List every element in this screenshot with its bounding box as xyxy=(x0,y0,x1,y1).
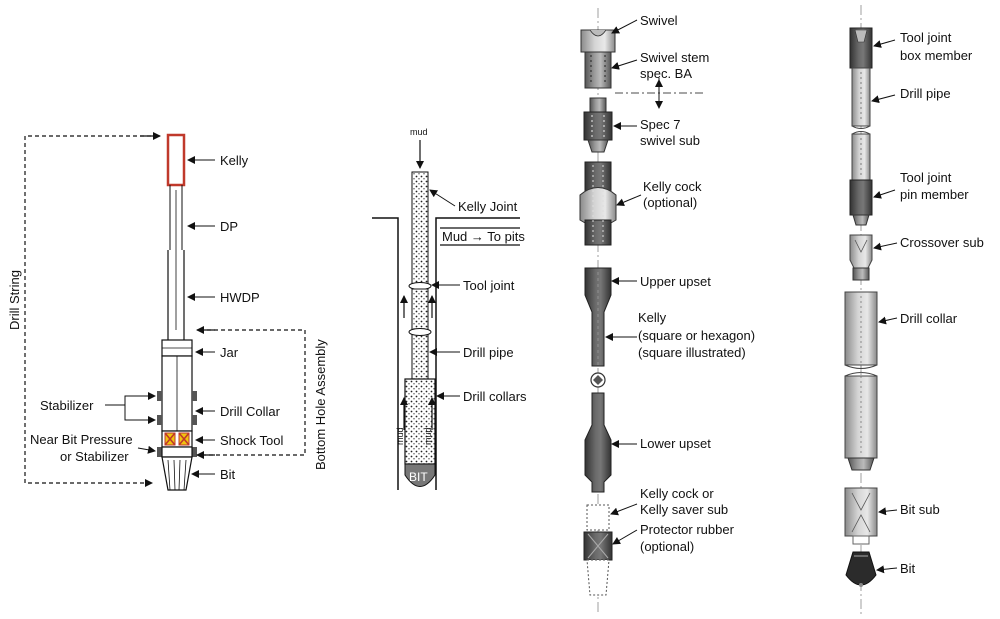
wellbore-left-wall xyxy=(372,217,399,490)
label-drill-pipe-d: Drill pipe xyxy=(900,86,951,101)
label-near-bit-2: or Stabilizer xyxy=(60,449,129,464)
label-swivel: Swivel xyxy=(640,13,678,28)
bha-bracket xyxy=(200,329,306,456)
label-kelly-c-2: (square or hexagon) xyxy=(638,328,755,343)
label-saver-2: Kelly saver sub xyxy=(640,502,728,517)
label-kelly-c-1: Kelly xyxy=(638,310,667,325)
bit-shape-a xyxy=(161,456,193,491)
label-protector-1: Protector rubber xyxy=(640,522,735,537)
label-shock-tool: Shock Tool xyxy=(220,433,283,448)
label-spec7-1: Spec 7 xyxy=(640,117,680,132)
label-kelly-joint: Kelly Joint xyxy=(458,199,518,214)
label-saver-1: Kelly cock or xyxy=(640,486,714,501)
label-swivel-stem-1: Swivel stem xyxy=(640,50,709,65)
kelly-joint-shape xyxy=(411,171,429,285)
label-bit-a: Bit xyxy=(220,467,236,482)
kelly-shape xyxy=(166,133,186,187)
swivel-stem-shape xyxy=(584,51,612,89)
panel-b-circulation: mud BIT mud mud Kelly Joint Mud → To pit… xyxy=(372,127,527,490)
label-mud-left: mud xyxy=(395,427,405,445)
spec7-swivel-sub-shape xyxy=(583,111,613,141)
drill-collars-shape xyxy=(404,378,436,465)
label-stabilizer: Stabilizer xyxy=(40,398,94,413)
drill-string-bracket xyxy=(24,135,158,487)
label-protector-2: (optional) xyxy=(640,539,694,554)
label-kelly-cock-2: (optional) xyxy=(643,195,697,210)
label-swivel-stem-2: spec. BA xyxy=(640,66,692,81)
label-crossover: Crossover sub xyxy=(900,235,984,250)
label-drill-collar-a: Drill Collar xyxy=(220,404,281,419)
label-hwdp: HWDP xyxy=(220,290,260,305)
label-box-1: Tool joint xyxy=(900,30,952,45)
bit-sub-shape xyxy=(844,487,878,537)
tool-joint-pin-shape xyxy=(849,179,873,216)
kelly-saver-sub-shape xyxy=(586,504,610,531)
label-bit-b: BIT xyxy=(409,470,428,484)
label-box-2: box member xyxy=(900,48,973,63)
bit-shape-b xyxy=(404,463,436,487)
label-dp: DP xyxy=(220,219,238,234)
near-bit-stabilizer xyxy=(157,447,162,457)
label-drill-pipe-b: Drill pipe xyxy=(463,345,514,360)
bit-shape-d xyxy=(845,551,877,586)
label-pin-2: pin member xyxy=(900,187,969,202)
label-spec7-2: swivel sub xyxy=(640,133,700,148)
panel-a-drill-string: Drill String xyxy=(7,132,328,491)
label-kelly-cock-1: Kelly cock xyxy=(643,179,702,194)
label-pin-1: Tool joint xyxy=(900,170,952,185)
label-near-bit-1: Near Bit Pressure xyxy=(30,432,133,447)
drill-string-label: Drill String xyxy=(7,270,22,330)
label-jar: Jar xyxy=(220,345,239,360)
label-kelly-a: Kelly xyxy=(220,153,249,168)
label-drill-collar-d: Drill collar xyxy=(900,311,958,326)
label-mud-to-pits: Mud → To pits xyxy=(442,229,525,244)
stabilizer-1 xyxy=(157,391,162,401)
label-mud-right: mud xyxy=(423,427,433,445)
tool-joint-shape xyxy=(408,282,432,290)
stabilizer-2 xyxy=(157,415,162,425)
panel-c-kelly-assembly: Swivel Swivel stem spec. BA Spec 7 swive… xyxy=(579,8,755,615)
label-kelly-c-3: (square illustrated) xyxy=(638,345,746,360)
wellbore-right-wall xyxy=(435,217,520,490)
bha-label: Bottom Hole Assembly xyxy=(313,339,328,470)
panel-d-drill-pipe-components: Tool joint box member Drill pipe Tool jo… xyxy=(844,5,984,615)
label-bit-d: Bit xyxy=(900,561,916,576)
label-mud-top: mud xyxy=(410,127,428,137)
label-drill-collars-b: Drill collars xyxy=(463,389,527,404)
label-lower-upset: Lower upset xyxy=(640,436,711,451)
label-tool-joint-b: Tool joint xyxy=(463,278,515,293)
label-upper-upset: Upper upset xyxy=(640,274,711,289)
label-bit-sub: Bit sub xyxy=(900,502,940,517)
